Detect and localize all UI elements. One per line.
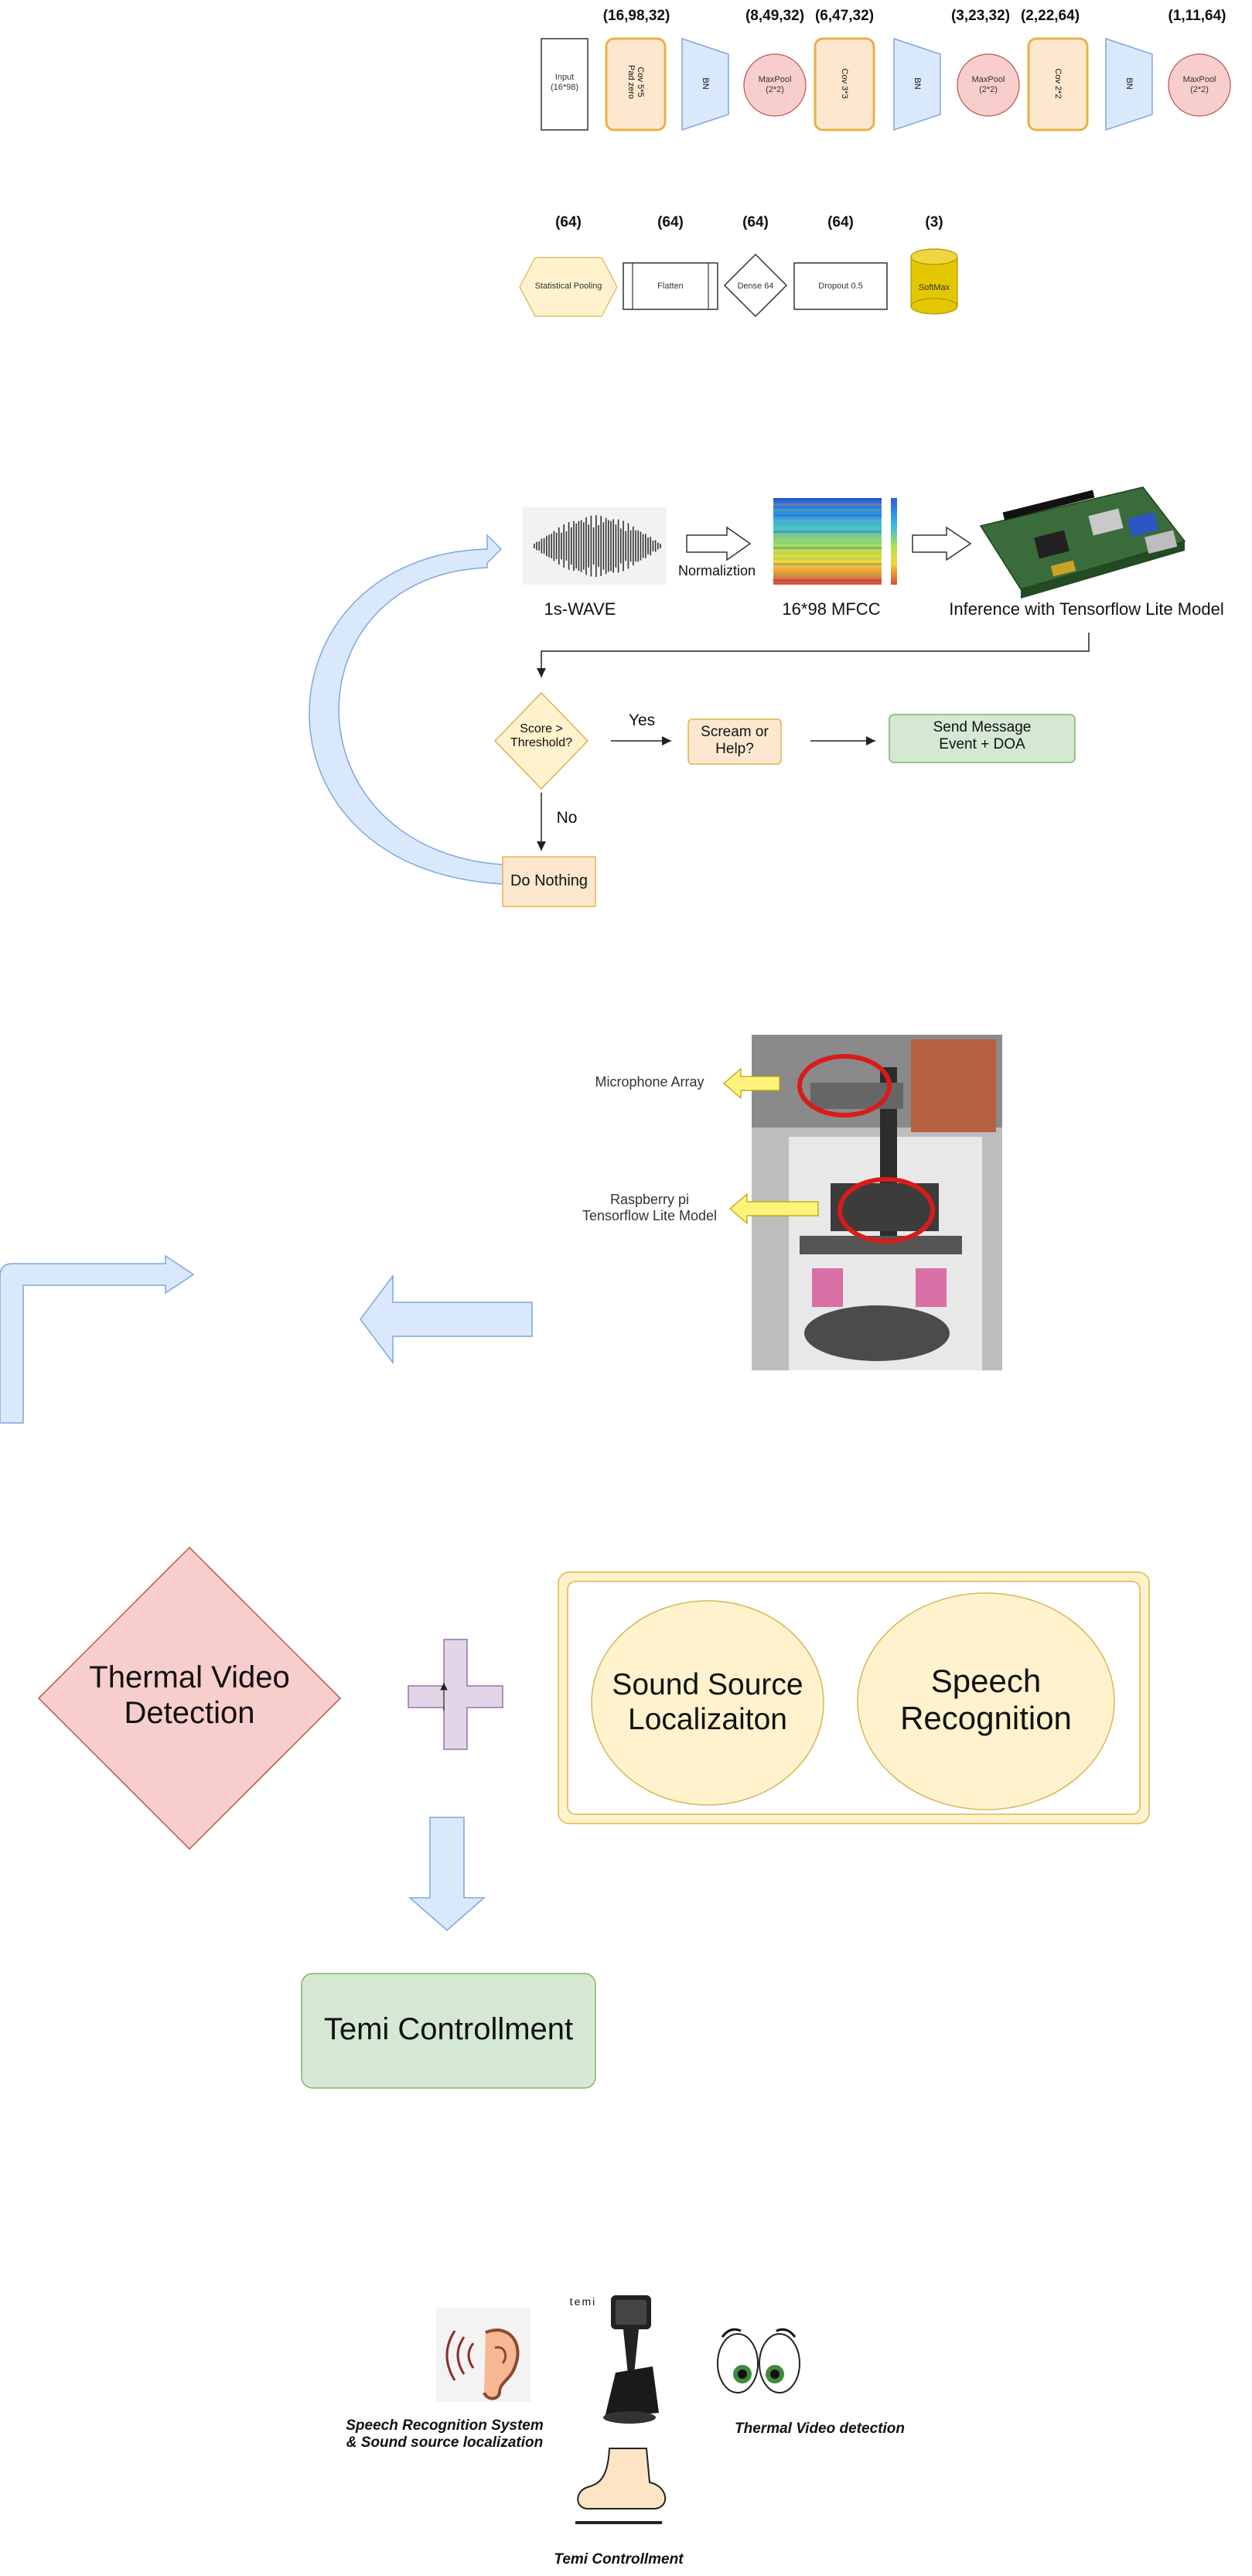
stat-pool-label: Statistical Pooling xyxy=(534,281,602,291)
mfcc-image xyxy=(764,493,897,589)
dim-bottom-3: (64) xyxy=(742,214,769,230)
nothing-label: Do Nothing xyxy=(510,872,588,889)
dim-bottom-1: (64) xyxy=(555,214,582,230)
maxpool3-label: MaxPool (2*2) xyxy=(1182,75,1216,94)
raspberry-pi-image xyxy=(979,486,1186,599)
dim-bottom-2: (64) xyxy=(657,214,684,230)
conv1-label: Cov 5*5 Pad zero xyxy=(626,64,645,100)
connector-rpi-to-decision xyxy=(537,633,1090,677)
speech-caption: Speech Recognition System & Sound source… xyxy=(346,2417,544,2451)
temi-caption: Temi Controllment xyxy=(554,2551,684,2567)
elbow-arrow xyxy=(0,1254,195,1424)
down-arrow xyxy=(408,1817,486,1931)
sound-localization-circle xyxy=(591,1600,824,1806)
bn2-label: BN xyxy=(913,77,922,90)
decision-label: Score > Threshold? xyxy=(510,722,573,750)
conv2-block xyxy=(814,37,875,131)
scream-box xyxy=(687,718,782,765)
conv2-label: Cov 3*3 xyxy=(840,68,849,99)
bn3-block xyxy=(1105,37,1153,131)
message-label: Send Message Event + DOA xyxy=(933,719,1032,752)
loop-arrow xyxy=(309,534,503,885)
dropout-label: Dropout 0.5 xyxy=(818,281,863,291)
message-box xyxy=(889,714,1076,763)
dropout-block xyxy=(793,262,888,310)
bn1-label: BN xyxy=(701,77,710,90)
conv3-block xyxy=(1027,37,1089,131)
temi-logo: temi xyxy=(569,2295,597,2308)
dense-label: Dense 64 xyxy=(737,281,774,291)
yes-label: Yes xyxy=(628,711,656,729)
input-block xyxy=(541,38,588,131)
robot-photo xyxy=(752,1035,1002,1370)
flatten-block xyxy=(623,262,718,310)
temi-control-label: Temi Controllment xyxy=(323,2012,574,2046)
temi-robot-icon xyxy=(603,2295,659,2424)
inference-caption: Inference with Tensorflow Lite Model xyxy=(949,599,1224,619)
scream-label: Scream or Help? xyxy=(701,724,769,757)
ear-icon xyxy=(436,2308,530,2402)
conv3-label: Cov 2*2 xyxy=(1053,68,1063,99)
dim-label-4: (3,23,32) xyxy=(950,8,1011,24)
maxpool1-block xyxy=(743,53,807,117)
arrow-wave-to-mfcc xyxy=(686,526,752,561)
dim-label-2: (8,49,32) xyxy=(745,8,805,24)
maxpool2-label: MaxPool (2*2) xyxy=(971,75,1005,94)
big-left-arrow xyxy=(360,1274,533,1365)
dim-bottom-4: (64) xyxy=(827,214,854,230)
dim-label-1: (16,98,32) xyxy=(602,8,670,24)
wave-caption: 1s-WAVE xyxy=(544,599,616,619)
input-label: Input (16*98) xyxy=(550,73,579,92)
mic-pointer-arrow xyxy=(723,1067,780,1100)
rpi-pointer-arrow xyxy=(729,1192,819,1225)
waveform xyxy=(534,515,661,577)
thermal-diamond xyxy=(37,1546,342,1851)
softmax-cylinder xyxy=(910,248,958,315)
dim-label-5: (2,22,64) xyxy=(1020,8,1080,24)
nothing-box xyxy=(502,856,596,907)
normalization-label: Normaliztion xyxy=(677,563,756,578)
arrow-mfcc-to-rpi xyxy=(912,526,972,561)
rpi-highlight-circle xyxy=(838,1177,935,1244)
maxpool2-block xyxy=(957,53,1020,117)
mfcc-caption: 16*98 MFCC xyxy=(782,599,881,619)
maxpool1-label: MaxPool (2*2) xyxy=(758,75,792,94)
dense-block xyxy=(723,253,788,318)
softmax-label: SoftMax xyxy=(918,283,950,292)
eyes-icon xyxy=(717,2328,800,2393)
plus-sign xyxy=(408,1639,503,1750)
bn3-label: BN xyxy=(1124,77,1134,90)
speech-recognition-circle xyxy=(857,1592,1115,1810)
dim-bottom-5: (3) xyxy=(925,214,943,230)
maxpool3-block xyxy=(1168,53,1231,117)
thermal-label: Thermal Video Detection xyxy=(89,1660,290,1730)
decision-diamond xyxy=(493,691,589,790)
dim-label-3: (6,47,32) xyxy=(814,8,875,24)
no-label: No xyxy=(556,809,578,827)
dim-label-6: (1,11,64) xyxy=(1168,8,1226,24)
sound-localization-label: Sound Source Localizaiton xyxy=(612,1668,803,1736)
bn2-block xyxy=(893,37,941,131)
stat-pool-block xyxy=(519,257,618,317)
flatten-label: Flatten xyxy=(657,281,684,291)
foot-icon xyxy=(575,2448,667,2524)
mic-highlight-circle xyxy=(797,1054,892,1117)
mic-label: Microphone Array xyxy=(595,1074,704,1090)
conv1-block xyxy=(605,37,667,131)
temi-control-box xyxy=(301,1973,596,2089)
rpi-label: Raspberry pi Tensorflow Lite Model xyxy=(582,1192,718,1223)
speech-recognition-label: Speech Recognition xyxy=(900,1663,1072,1737)
bn1-block xyxy=(681,37,729,131)
thermal-caption: Thermal Video detection xyxy=(735,2421,905,2437)
